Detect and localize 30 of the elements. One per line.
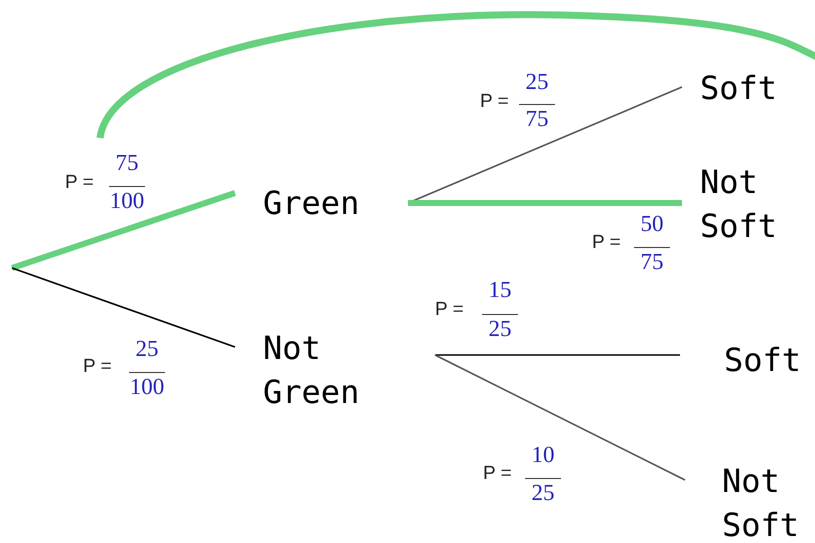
branch-line	[12, 267, 236, 348]
fraction-numerator: 10	[530, 442, 556, 468]
outcome-label: Not Soft	[700, 162, 778, 247]
probability-label: P =	[480, 91, 509, 113]
probability-label: P =	[592, 232, 621, 254]
outcome-label: Not Green	[263, 328, 360, 413]
fraction-numerator: 25	[524, 69, 550, 95]
probability-label: P =	[483, 463, 512, 485]
branch-line	[408, 86, 682, 204]
probability-label: P =	[435, 299, 464, 321]
branch-line	[11, 190, 236, 271]
fraction-denominator: 75	[640, 249, 664, 275]
branch-line	[434, 354, 686, 481]
outcome-label: Green	[263, 183, 360, 224]
fraction-denominator: 25	[530, 480, 556, 506]
fraction-numerator: 25	[134, 336, 160, 362]
outcome-label: Soft	[700, 68, 778, 109]
fraction-denominator: 100	[128, 374, 166, 400]
fraction-numerator: 15	[488, 277, 512, 303]
probability-label: P =	[65, 172, 94, 194]
fraction-denominator: 100	[108, 188, 146, 214]
outcome-label: Soft	[724, 340, 802, 381]
outcome-label: Not Soft	[722, 460, 800, 543]
fraction-denominator: 75	[524, 106, 550, 132]
probability-label: P =	[83, 356, 112, 378]
fraction-denominator: 25	[488, 316, 512, 342]
branch-line	[408, 200, 682, 206]
fraction-numerator: 75	[114, 150, 140, 176]
fraction-numerator: 50	[640, 211, 664, 237]
branch-line	[435, 354, 680, 356]
